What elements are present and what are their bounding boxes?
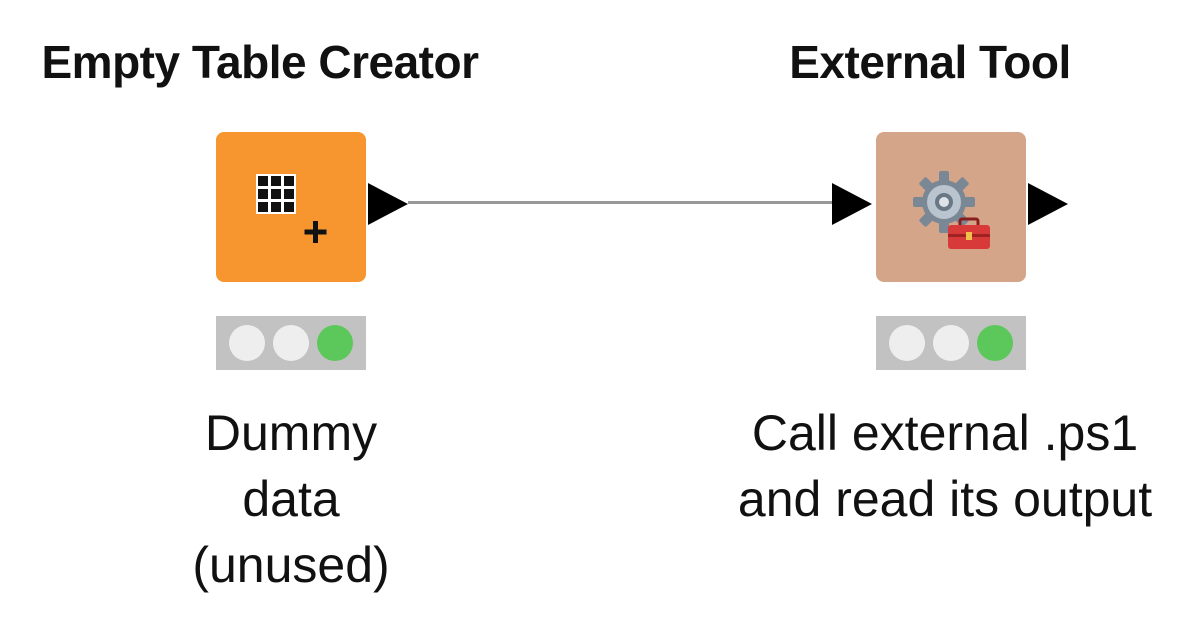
annotation-line: (unused)	[192, 537, 390, 593]
node-empty-table-creator[interactable]	[216, 132, 366, 282]
annotation-line: and read its output	[737, 471, 1153, 527]
annotation-line: data	[242, 471, 340, 527]
status-traffic-light-2	[876, 316, 1026, 370]
connection-line[interactable]	[408, 201, 832, 204]
node-annotation-1: Dummy data (unused)	[146, 400, 436, 598]
table-plus-icon	[256, 174, 327, 243]
annotation-line: Call external .ps1	[751, 405, 1139, 461]
status-light	[977, 325, 1013, 361]
input-port-2[interactable]	[832, 183, 872, 225]
output-port-1[interactable]	[368, 183, 408, 225]
node-title-empty-table-creator: Empty Table Creator	[41, 36, 479, 88]
annotation-line: Dummy	[204, 405, 378, 461]
status-traffic-light-1	[216, 316, 366, 370]
node-title-external-tool: External Tool	[789, 36, 1071, 88]
node-external-tool[interactable]	[876, 132, 1026, 282]
gear-toolbox-icon	[913, 171, 990, 249]
node-annotation-2: Call external .ps1 and read its output	[700, 400, 1190, 532]
output-port-2[interactable]	[1028, 183, 1068, 225]
status-light	[933, 325, 969, 361]
status-light	[317, 325, 353, 361]
status-light	[889, 325, 925, 361]
status-light	[273, 325, 309, 361]
status-light	[229, 325, 265, 361]
